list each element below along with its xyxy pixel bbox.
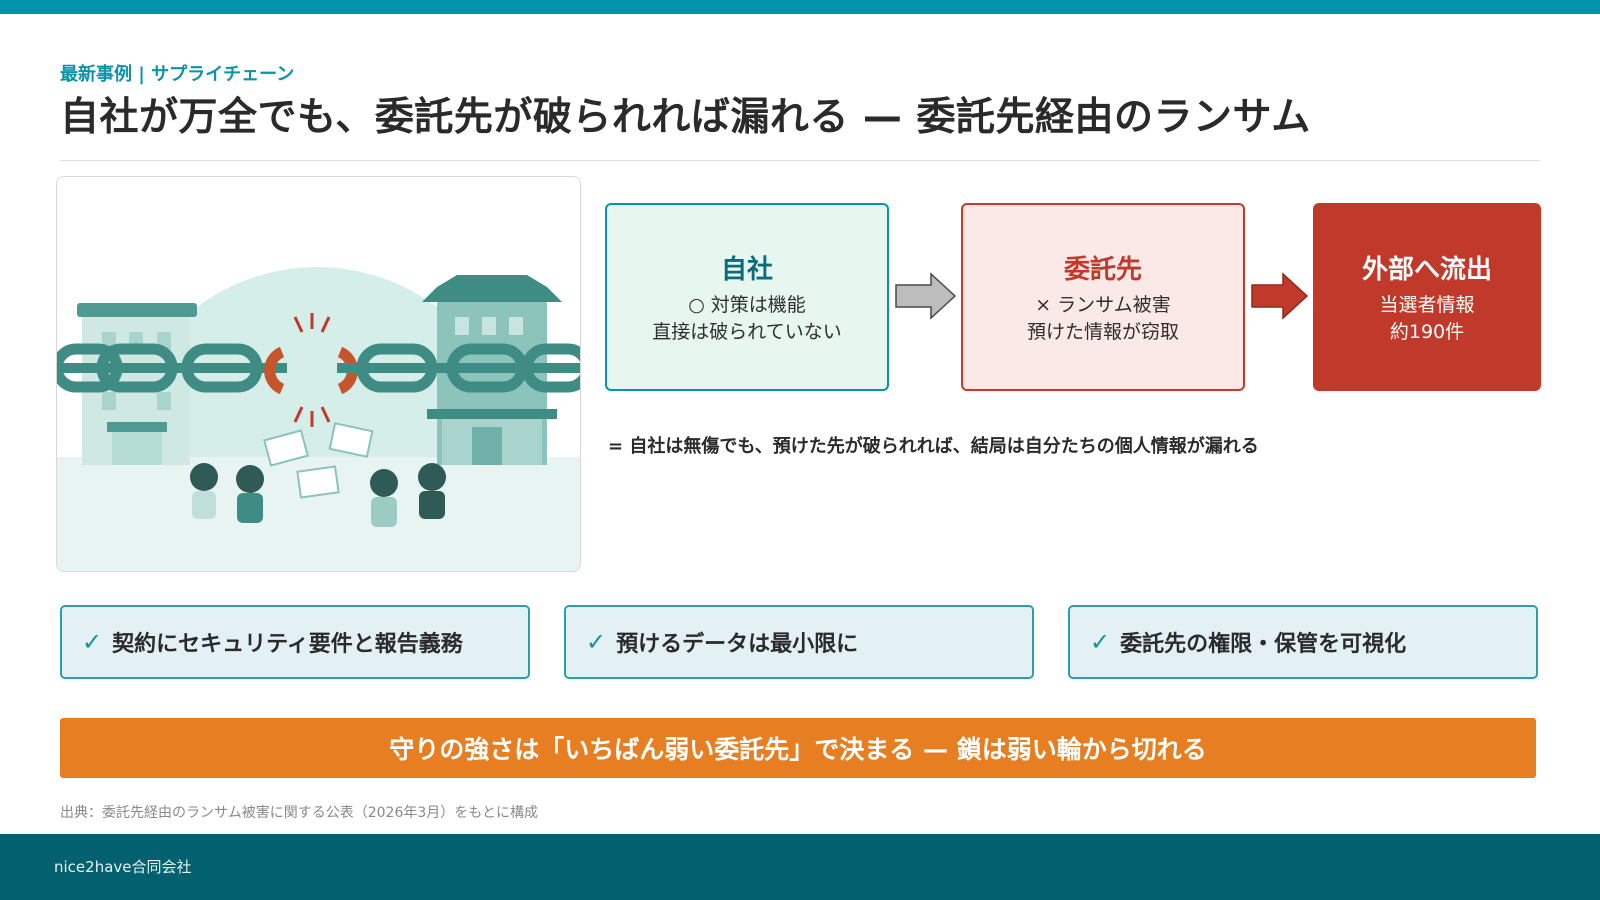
check-card-minimal-data: ✓ 預けるデータは最小限に <box>564 605 1034 679</box>
check-card-contract: ✓ 契約にセキュリティ要件と報告義務 <box>60 605 530 679</box>
flow-box-external-leak: 外部へ流出 当選者情報 約190件 <box>1313 203 1541 391</box>
flow-leak-line-2: 約190件 <box>1389 320 1465 343</box>
flow-vendor-line-2: 預けた情報が窃取 <box>1026 320 1179 343</box>
check-icon: ✓ <box>1090 628 1111 656</box>
flow-box-self: 自社 ○ 対策は機能 直接は破られていない <box>605 203 889 391</box>
flow-self-line-1: ○ 対策は機能 <box>688 293 806 316</box>
flow-box-vendor: 委託先 × ランサム被害 預けた情報が窃取 <box>961 203 1245 391</box>
flow-vendor-line-1: × ランサム被害 <box>1035 293 1171 316</box>
check-label-visibility: 委託先の権限・保管を可視化 <box>1120 632 1407 657</box>
flow-leak-line-1: 当選者情報 <box>1379 293 1475 316</box>
flow-self-line-2: 直接は破られていない <box>652 320 842 343</box>
banner-text: 守りの強さは「いちばん弱い委託先」で決まる — 鎖は弱い輪から切れる <box>389 735 1207 764</box>
flow-self-title: 自社 <box>720 254 773 285</box>
conclusion-text: = 自社は無傷でも、預けた先が破られれば、結局は自分たちの個人情報が漏れる <box>608 436 1259 457</box>
check-label-minimal-data: 預けるデータは最小限に <box>616 632 859 657</box>
company-name: nice2have合同会社 <box>54 858 192 876</box>
title-divider <box>60 160 1540 161</box>
top-accent-bar <box>0 0 1600 14</box>
arrow-right-icon <box>895 272 957 320</box>
broken-chain-illustration <box>56 176 581 572</box>
source-note: 出典：委託先経由のランサム被害に関する公表（2026年3月）をもとに構成 <box>60 805 538 821</box>
arrow-right-red-icon <box>1251 272 1309 320</box>
check-card-visibility: ✓ 委託先の権限・保管を可視化 <box>1068 605 1538 679</box>
page-title: 自社が万全でも、委託先が破られれば漏れる — 委託先経由のランサム <box>60 95 1311 140</box>
check-label-contract: 契約にセキュリティ要件と報告義務 <box>112 632 463 657</box>
broken-chain-image <box>57 177 580 571</box>
check-icon: ✓ <box>586 628 607 656</box>
key-message-banner: 守りの強さは「いちばん弱い委託先」で決まる — 鎖は弱い輪から切れる <box>60 718 1536 778</box>
section-kicker: 最新事例 | サプライチェーン <box>60 64 295 85</box>
flow-leak-title: 外部へ流出 <box>1361 254 1492 285</box>
check-icon: ✓ <box>82 628 103 656</box>
flow-vendor-title: 委託先 <box>1063 254 1142 285</box>
footer-bar: nice2have合同会社 <box>0 834 1600 900</box>
